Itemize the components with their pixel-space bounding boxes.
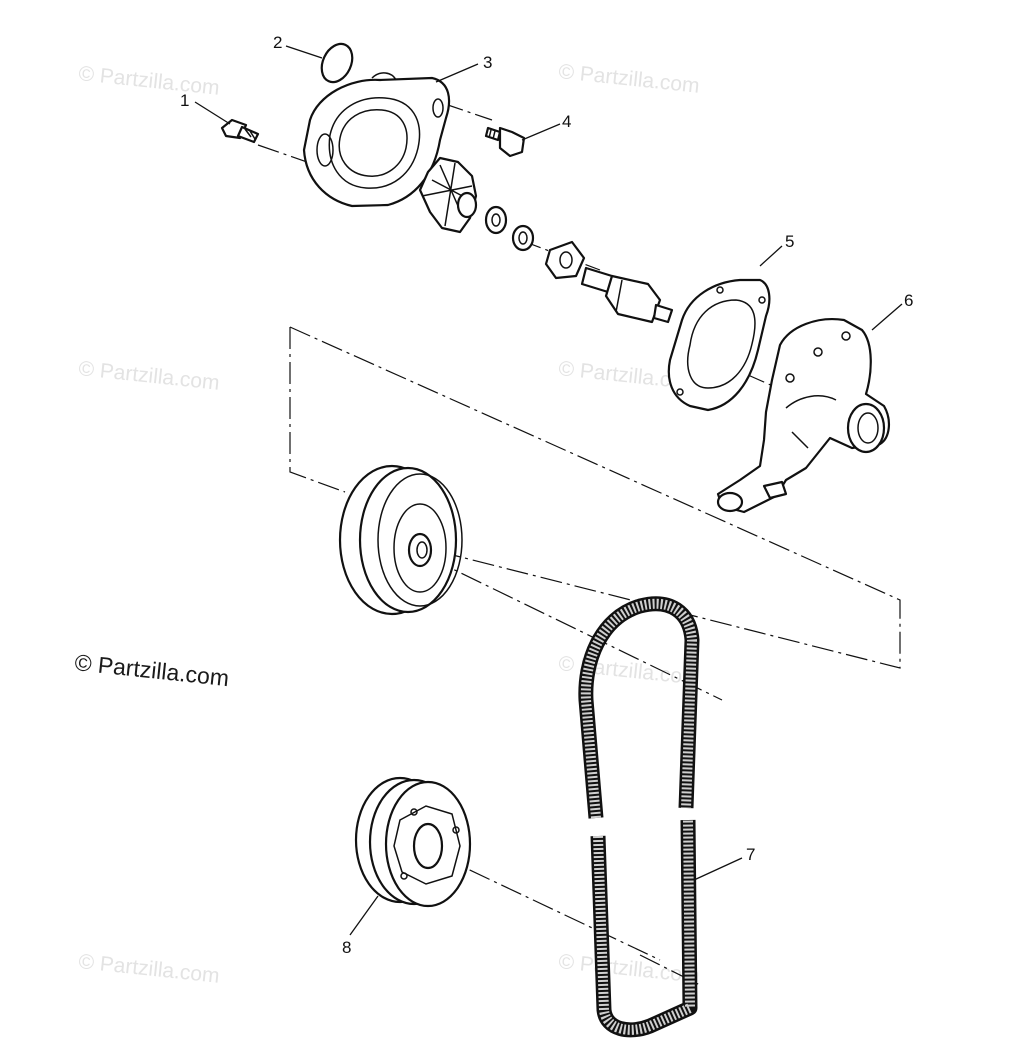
- watermark: © Partzilla.com: [557, 950, 700, 988]
- part-3-pump-cover: [302, 72, 451, 208]
- part-8-lower-pulley: [354, 776, 472, 908]
- pump-shaft: [580, 266, 674, 324]
- part-4-bolt: [484, 126, 526, 158]
- callout-3: 3: [483, 53, 492, 72]
- watermark: © Partzilla.com: [77, 950, 220, 988]
- callout-8: 8: [342, 938, 351, 957]
- part-1-bolt: [220, 118, 260, 144]
- part-7-belt: [578, 596, 700, 1038]
- watermark: © Partzilla.com: [77, 62, 220, 100]
- watermark: © Partzilla.com: [77, 357, 220, 395]
- part-2-o-ring: [320, 42, 354, 84]
- callout-4: 4: [562, 112, 571, 131]
- impeller-and-seals: [418, 156, 586, 280]
- leader-lines: [194, 45, 903, 936]
- watermark: © Partzilla.com: [557, 60, 700, 98]
- upper-pulley: [338, 464, 463, 616]
- callout-labels: 1 2 3 4 5 6 7 8: [180, 33, 913, 957]
- callout-5: 5: [785, 232, 794, 251]
- part-5-gasket: [667, 278, 771, 412]
- callout-6: 6: [904, 291, 913, 310]
- callout-2: 2: [273, 33, 282, 52]
- callout-1: 1: [180, 91, 189, 110]
- callout-7: 7: [746, 845, 755, 864]
- part-6-pump-housing: [716, 318, 890, 514]
- copyright-watermark: © Partzilla.com: [73, 649, 230, 691]
